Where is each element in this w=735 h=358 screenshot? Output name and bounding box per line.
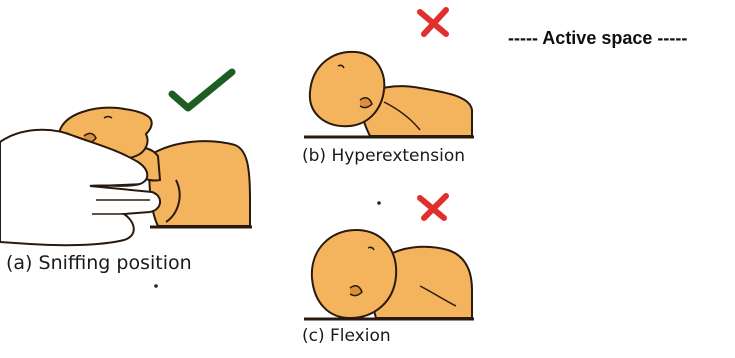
check-icon <box>172 72 232 108</box>
caption-sniffing: (a) Sniffing position <box>6 252 192 274</box>
active-space-label: ----- Active space ----- <box>508 28 687 49</box>
cross-icon <box>420 10 446 34</box>
panel-flexion <box>304 196 474 319</box>
caption-hyperextension: (b) Hyperextension <box>302 146 465 166</box>
panel-sniffing <box>0 72 252 245</box>
infant-head-c <box>312 230 396 318</box>
cross-icon <box>420 196 446 218</box>
infant-body-a <box>149 141 250 226</box>
panel-hyperextension <box>304 10 474 137</box>
infant-head-b <box>310 52 384 126</box>
caption-flexion: (c) Flexion <box>302 326 391 346</box>
stray-dot <box>377 201 381 205</box>
stray-dot <box>154 284 158 288</box>
